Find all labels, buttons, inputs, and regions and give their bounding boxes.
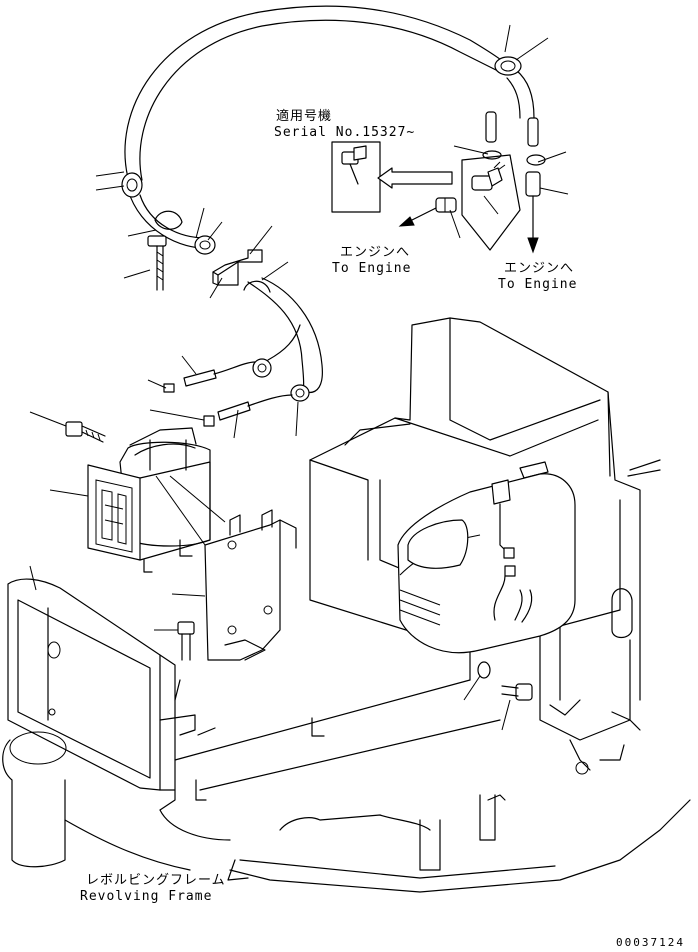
straight-fitting xyxy=(525,171,541,254)
revolving-frame-body xyxy=(309,317,661,741)
bolt-lower-right xyxy=(477,661,533,701)
counterweight xyxy=(7,578,196,791)
hose-loop xyxy=(124,5,535,394)
drawing-number: 00037124 xyxy=(616,936,685,949)
elbow-fitting xyxy=(471,161,506,191)
leader-lines xyxy=(29,24,569,731)
fitting-box-frame xyxy=(461,154,521,251)
connector-fitting xyxy=(398,197,457,227)
grommet-top-right xyxy=(494,56,522,76)
bolt-battery xyxy=(65,421,106,443)
engine-label-jp-2: エンジンへ xyxy=(504,261,574,276)
serial-number-label: Serial No.15327~ xyxy=(274,125,415,140)
clamp-2 xyxy=(243,280,271,293)
serial-title-label: 適用号機 xyxy=(276,108,332,124)
bolt-upper-left xyxy=(147,235,167,291)
lower-frame xyxy=(2,679,691,893)
clip-bracket xyxy=(212,249,263,286)
inset-arrow xyxy=(377,167,453,189)
clamp-1 xyxy=(154,210,183,230)
engine-label-jp-1: エンジンへ xyxy=(340,245,410,260)
frame-label-en: Revolving Frame xyxy=(80,889,212,904)
frame-label-jp: レボルビングフレーム xyxy=(86,873,226,888)
tube-right xyxy=(526,117,546,166)
grommet-mid-1 xyxy=(194,235,216,255)
serial-inset-box xyxy=(331,141,381,213)
grommet-mid-3 xyxy=(290,384,310,402)
hose-fitting-b xyxy=(203,394,293,427)
controller-unit xyxy=(87,427,211,573)
tube-left xyxy=(482,111,502,160)
tank-assembly xyxy=(397,473,576,654)
grommet-left xyxy=(121,172,143,198)
bolt-plate xyxy=(177,621,195,661)
grommet-mid-2 xyxy=(252,358,272,378)
mounting-plate xyxy=(204,509,297,661)
hose-fitting-a xyxy=(163,361,256,393)
engine-label-en-2: To Engine xyxy=(498,277,577,292)
engine-label-en-1: To Engine xyxy=(332,261,411,276)
